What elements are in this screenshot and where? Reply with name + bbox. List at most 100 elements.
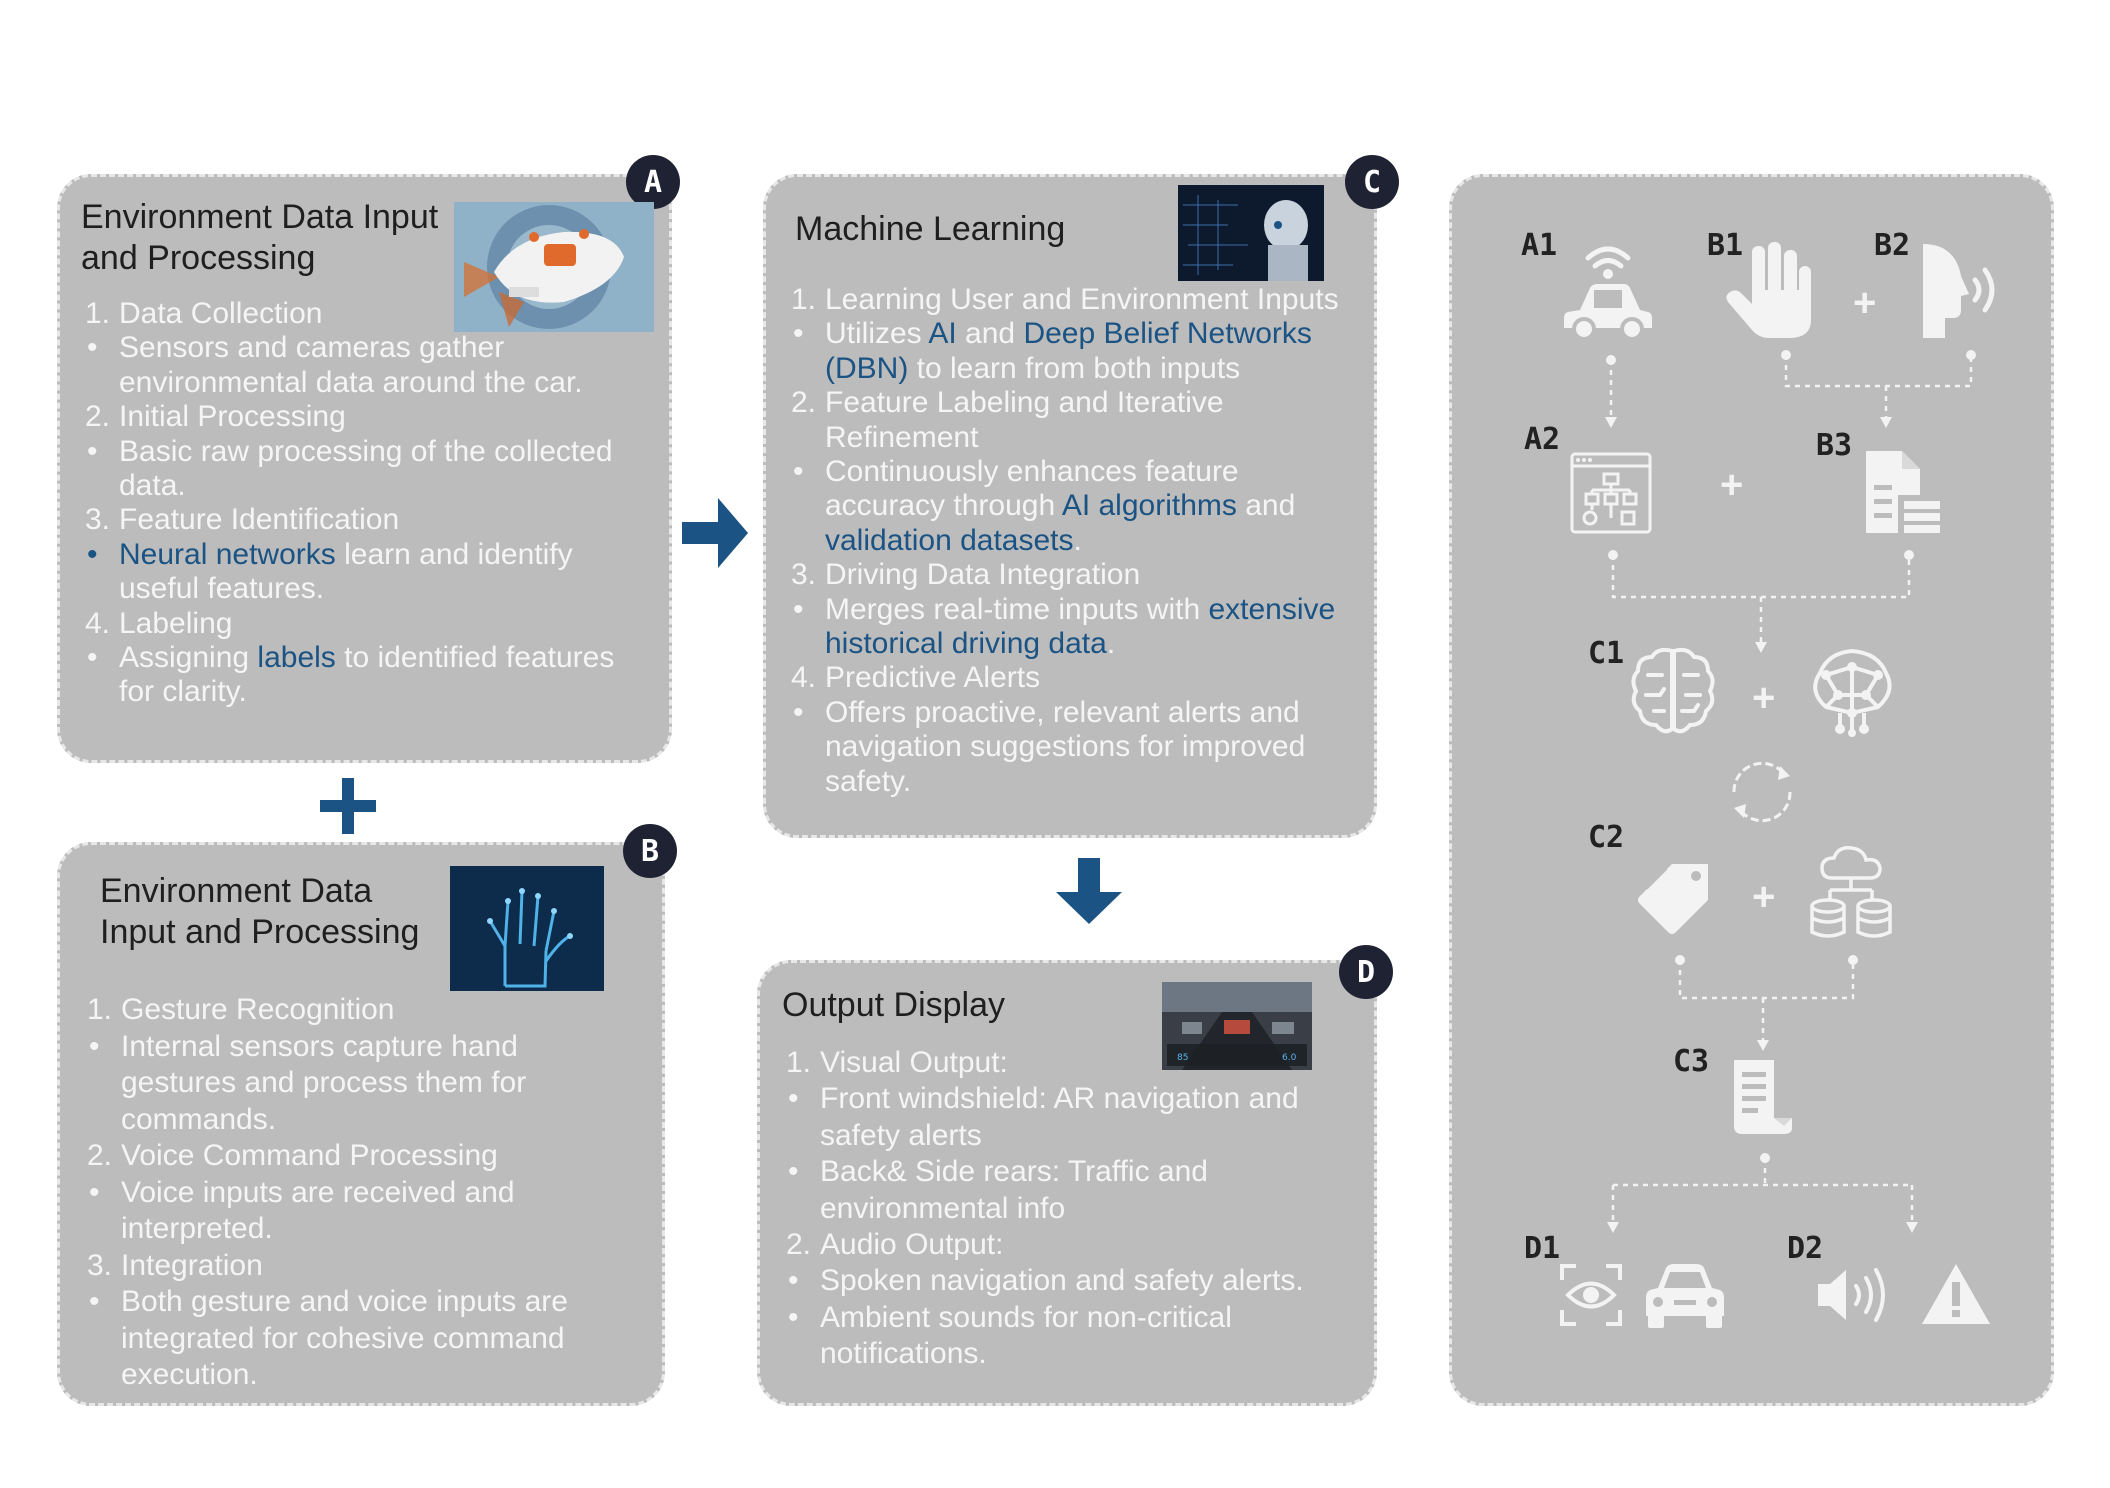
item-text: learn and identify <box>335 537 573 571</box>
item-text: Internal sensors capture hand <box>121 1029 518 1063</box>
list-heading: 3.Integration <box>83 1248 568 1285</box>
flow-label-a2: A2 <box>1524 422 1561 457</box>
list-bullet-item: • Offers proactive, relevant alerts and <box>787 696 1339 730</box>
item-text: environmental info <box>820 1191 1066 1225</box>
item-text: Driving Data Integration <box>825 558 1141 592</box>
item-text: Gesture Recognition <box>121 993 395 1026</box>
list-number: 4. <box>85 606 111 640</box>
panel-a-list: 1.Data Collection • Sensors and cameras ga… <box>81 297 614 710</box>
item-text: Visual Output: <box>820 1046 1008 1079</box>
list-number: 3. <box>791 558 817 592</box>
list-continuation: historical driving data. <box>787 627 1339 661</box>
list-bullet-item: •Neural networks learn and identify <box>81 538 614 572</box>
item-text: Initial Processing <box>119 400 346 434</box>
neural-diagram-icon <box>1570 452 1652 534</box>
list-continuation: validation datasets. <box>787 524 1339 558</box>
item-text: Feature Identification <box>119 503 400 537</box>
bullet-icon: • <box>89 1175 100 1209</box>
item-text: Data Collection <box>119 297 323 330</box>
highlight-text: labels <box>257 641 336 675</box>
bullet-icon: • <box>793 455 804 489</box>
list-number: 3. <box>85 503 111 537</box>
item-text: Basic raw processing of the collected <box>119 434 613 468</box>
bullet-icon: • <box>87 641 98 675</box>
item-text: Front windshield: AR navigation and <box>820 1082 1299 1116</box>
list-bullet-item: • Voice inputs are received and <box>83 1175 568 1212</box>
bullet-icon: • <box>89 1029 100 1063</box>
eye-scan-icon <box>1560 1264 1622 1326</box>
highlight-text: validation datasets <box>825 523 1074 557</box>
list-continuation: execution. <box>83 1357 568 1394</box>
refresh-cycle-icon <box>1732 761 1792 823</box>
svg-text:6.0: 6.0 <box>1282 1053 1297 1063</box>
flow-plus-a2b3: + <box>1720 463 1744 507</box>
list-bullet-item: •Basic raw processing of the collected <box>81 435 614 469</box>
item-text: and <box>1236 489 1296 523</box>
list-heading: 4.Predictive Alerts <box>787 661 1339 695</box>
list-heading: 1.Visual Output: <box>782 1045 1304 1081</box>
panel-a-title: Environment Data Input and Processing <box>81 198 439 277</box>
arrow-down-icon <box>1056 858 1122 924</box>
badge-b: B <box>623 824 677 878</box>
item-text: Ambient sounds for non-critical <box>820 1300 1232 1334</box>
list-continuation: integrated for cohesive command <box>83 1321 568 1358</box>
item-text: for clarity. <box>119 675 247 709</box>
list-continuation: Refinement <box>787 421 1339 455</box>
list-number: 1. <box>786 1046 812 1079</box>
flow-panel <box>1449 174 2054 1406</box>
panel-c <box>763 174 1377 838</box>
hand-gesture-icon <box>1726 242 1811 338</box>
item-text: Sensors and cameras gather <box>119 331 505 365</box>
item-text: Continuously enhances feature <box>825 455 1239 489</box>
flow-label-b2: B2 <box>1874 228 1911 263</box>
car-sensors-thumbnail <box>454 202 654 332</box>
list-heading: 2.Initial Processing <box>81 400 614 434</box>
list-bullet-item: •Assigning labels to identified features <box>81 641 614 675</box>
list-number: 3. <box>87 1248 113 1282</box>
panel-b-title: Environment Data Input and Processing <box>100 872 420 951</box>
item-text: Voice Command Processing <box>121 1139 498 1172</box>
flow-plus-c1: + <box>1752 676 1776 720</box>
plus-icon <box>320 778 376 834</box>
brain-icon <box>1631 647 1715 734</box>
list-continuation: accuracy through AI algorithms and <box>787 489 1339 523</box>
item-text: navigation suggestions for improved <box>825 730 1306 764</box>
list-number: 2. <box>791 386 817 420</box>
item-text: Utilizes <box>825 317 929 351</box>
item-text: useful features. <box>119 572 325 606</box>
speaker-sound-icon <box>1818 1268 1885 1322</box>
list-number: 1. <box>85 297 111 330</box>
item-text: Labeling <box>119 606 233 640</box>
flow-label-b1: B1 <box>1707 228 1744 263</box>
connected-car-icon <box>1564 246 1652 341</box>
item-text: Learning User and Environment Inputs <box>825 283 1339 316</box>
list-continuation: safety. <box>787 765 1339 799</box>
item-text: Voice inputs are received and <box>121 1175 515 1209</box>
flow-label-b3: B3 <box>1816 428 1853 463</box>
document-list-icon <box>1866 451 1940 533</box>
item-text: gestures and process them for <box>121 1066 527 1099</box>
flow-plus-b: + <box>1853 281 1877 325</box>
list-bullet-item: •Utilizes AI and Deep Belief Networks <box>787 317 1339 351</box>
list-number: 1. <box>791 283 817 316</box>
panel-c-title: Machine Learning <box>795 210 1066 248</box>
bullet-icon: • <box>793 695 804 729</box>
list-heading: 3.Driving Data Integration <box>787 558 1339 592</box>
highlight-text: extensive <box>1208 592 1336 626</box>
list-bullet-item: •Front windshield: AR navigation and <box>782 1081 1304 1117</box>
arrow-right-icon <box>682 498 748 568</box>
item-text: Offers proactive, relevant alerts and <box>825 695 1300 729</box>
flow-label-c2: C2 <box>1588 820 1625 855</box>
list-bullet-item: • Internal sensors capture hand <box>83 1029 568 1066</box>
list-continuation: notifications. <box>782 1336 1304 1372</box>
badge-c: C <box>1345 155 1399 209</box>
list-bullet-item: •Ambient sounds for non-critical <box>782 1300 1304 1336</box>
road-ar-thumbnail: 85 6.0 <box>1162 982 1312 1070</box>
item-text: integrated for cohesive command <box>121 1321 565 1355</box>
digital-hand-thumbnail <box>450 866 604 991</box>
item-text: safety alerts <box>820 1118 982 1152</box>
list-heading: 2.Audio Output: <box>782 1227 1304 1263</box>
list-heading: 1.Learning User and Environment Inputs <box>787 283 1339 317</box>
flow-label-c1: C1 <box>1588 636 1625 671</box>
